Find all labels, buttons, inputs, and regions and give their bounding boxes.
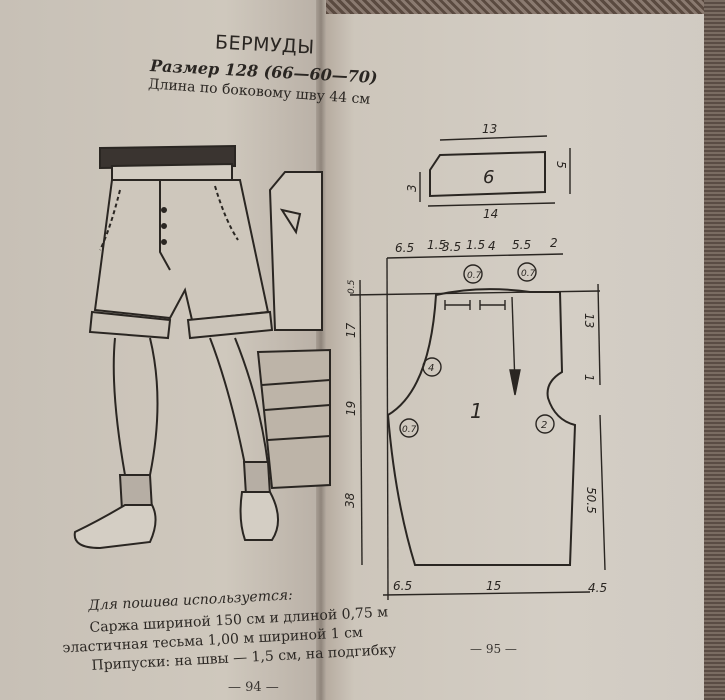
- svg-text:4: 4: [488, 239, 496, 253]
- svg-text:0.7: 0.7: [467, 271, 482, 281]
- svg-text:3: 3: [405, 184, 419, 192]
- right-page: [322, 14, 725, 700]
- svg-text:4: 4: [428, 363, 434, 374]
- svg-text:6.5: 6.5: [395, 241, 414, 255]
- svg-text:2: 2: [541, 420, 547, 431]
- svg-text:15: 15: [486, 579, 501, 593]
- left-page: [0, 0, 322, 700]
- svg-text:5: 5: [554, 161, 568, 169]
- svg-text:0.5: 0.5: [347, 279, 357, 294]
- materials-block: Для пошива используется: Саржа шириной 1…: [62, 582, 397, 677]
- svg-text:1.5: 1.5: [466, 238, 485, 252]
- svg-text:50.5: 50.5: [584, 487, 598, 514]
- svg-text:2: 2: [550, 236, 558, 250]
- svg-text:6.5: 6.5: [393, 579, 412, 593]
- svg-text:0.7: 0.7: [521, 269, 536, 279]
- svg-text:13: 13: [582, 313, 596, 328]
- svg-text:1: 1: [582, 374, 596, 382]
- pattern-diagram: [349, 135, 606, 601]
- book-edge: [704, 0, 725, 700]
- svg-text:19: 19: [344, 401, 358, 416]
- svg-text:4.5: 4.5: [588, 581, 607, 595]
- page-number-left: — 94 —: [228, 680, 279, 695]
- svg-text:5.5: 5.5: [512, 238, 531, 252]
- svg-text:3.5: 3.5: [442, 240, 461, 254]
- svg-text:1: 1: [470, 399, 483, 423]
- svg-text:13: 13: [482, 122, 497, 136]
- svg-text:1.5: 1.5: [427, 238, 446, 252]
- page-number-right: — 95 —: [470, 642, 517, 656]
- svg-text:14: 14: [483, 207, 498, 221]
- svg-text:6: 6: [483, 167, 494, 188]
- svg-text:38: 38: [343, 492, 357, 508]
- svg-text:17: 17: [344, 322, 358, 338]
- svg-text:0.7: 0.7: [402, 425, 417, 435]
